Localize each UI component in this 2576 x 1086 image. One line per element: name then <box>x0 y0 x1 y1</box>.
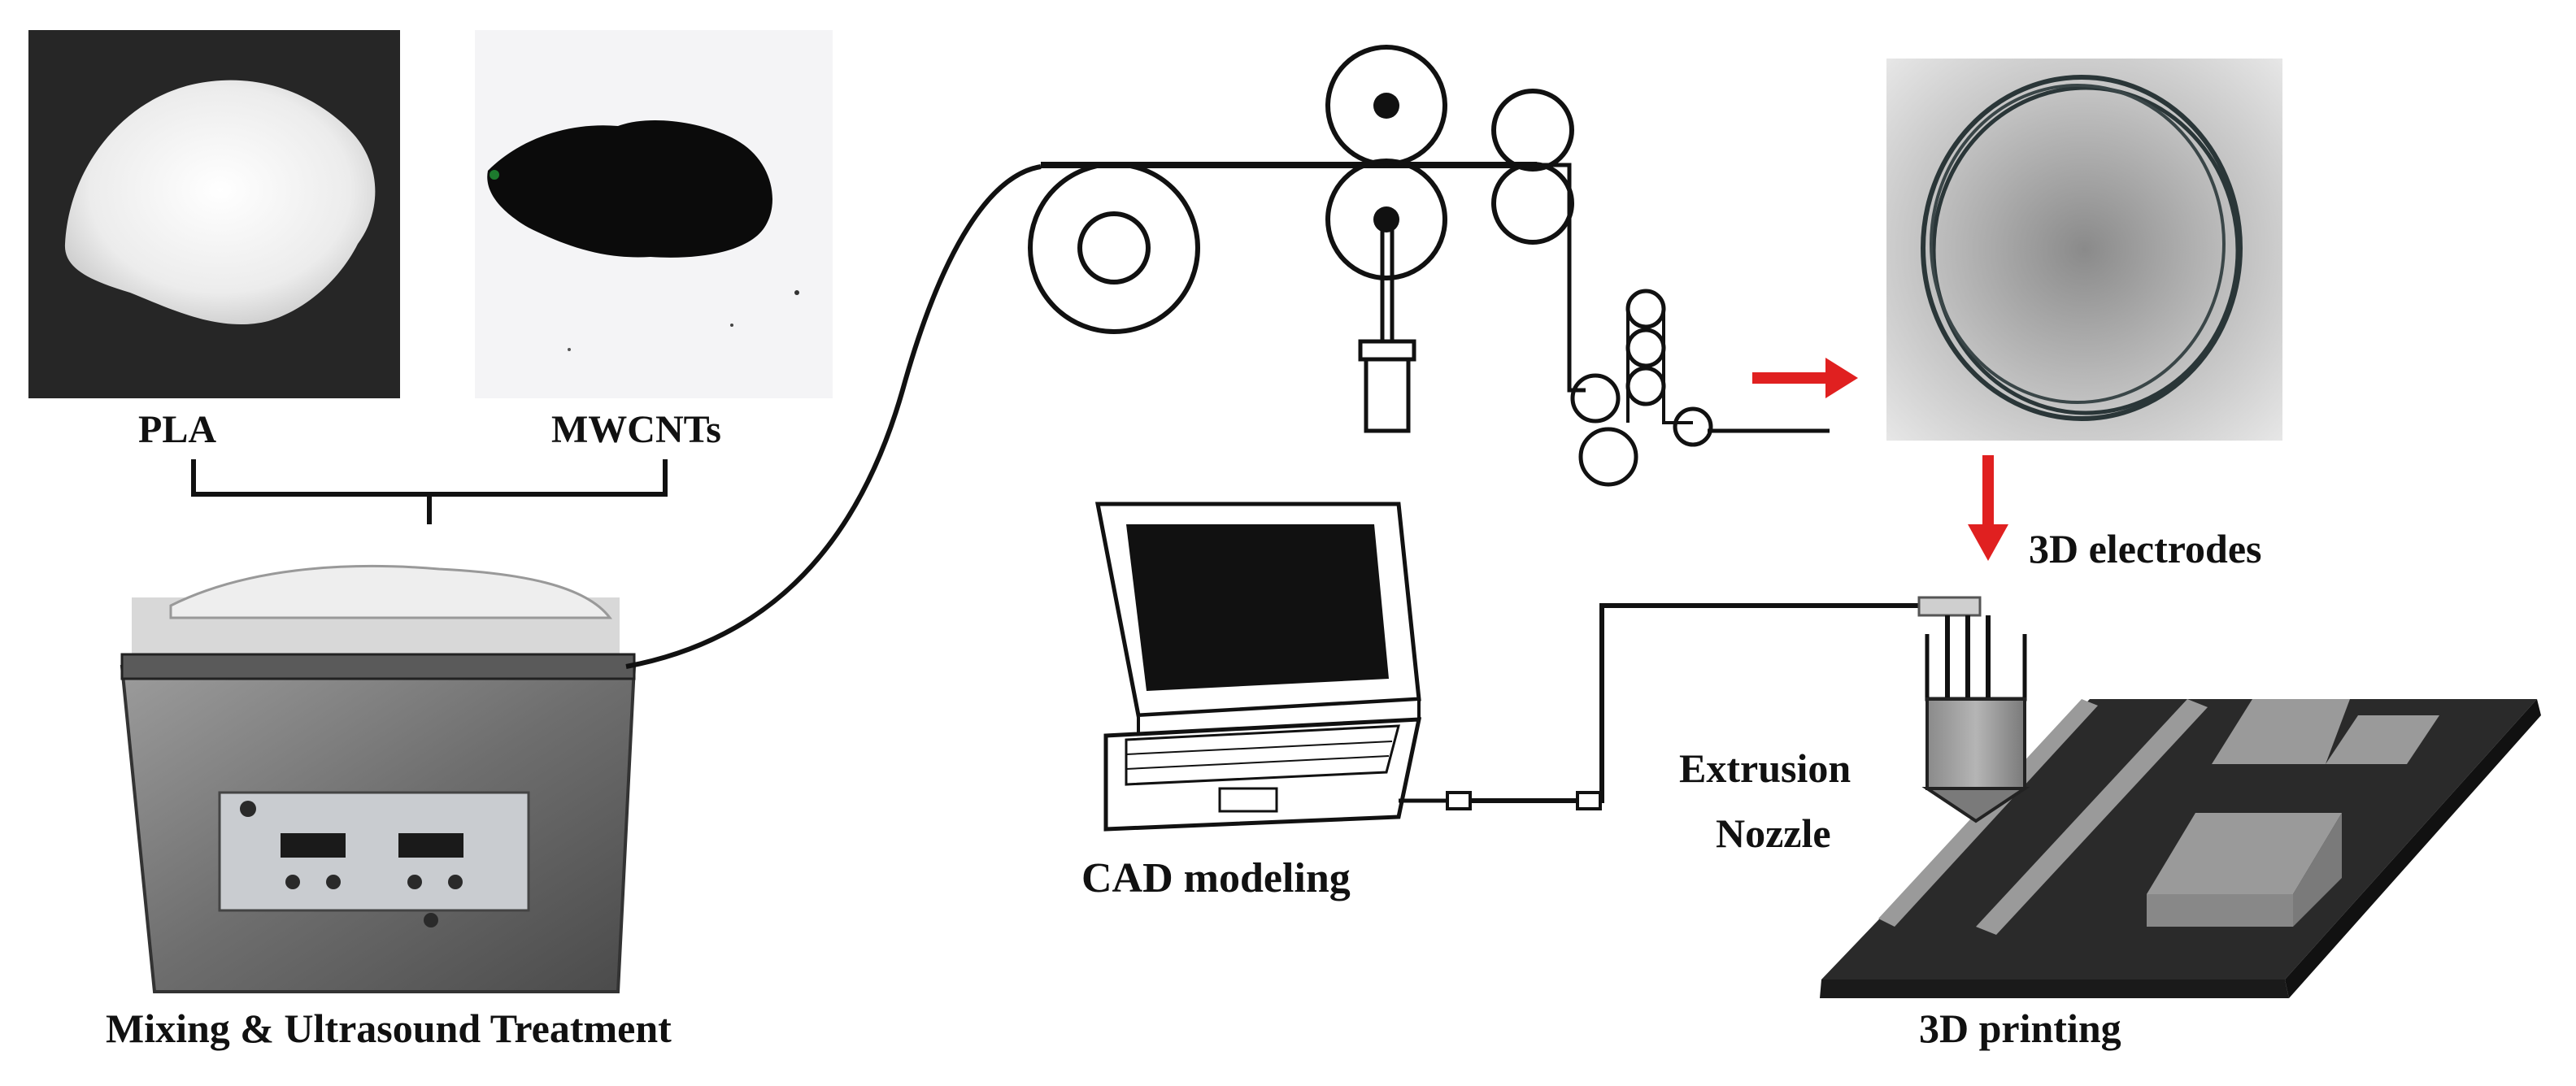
combine-bracket <box>191 459 668 524</box>
filament-line-bath-to-spool <box>625 164 1042 669</box>
filament-coil-image <box>1886 59 2282 441</box>
label-cad-modeling: CAD modeling <box>1081 855 1351 901</box>
label-3d-printing: 3D printing <box>1919 1006 2121 1051</box>
red-arrow-down <box>1968 455 2008 561</box>
filament-spool <box>1028 162 1200 334</box>
extruder-rollers <box>1041 45 1574 433</box>
label-extrusion: Extrusion <box>1679 745 1852 791</box>
pla-powder-image <box>28 30 400 398</box>
extrusion-nozzle <box>1917 596 2030 823</box>
printing-board <box>1820 699 2541 998</box>
mwcnt-powder-image <box>475 30 833 398</box>
ultrasonic-bath-image <box>120 564 637 993</box>
label-mixing-ultrasound: Mixing & Ultrasound Treatment <box>106 1006 672 1051</box>
label-3d-electrodes: 3D electrodes <box>2029 526 2262 571</box>
laptop-cad-icon <box>1094 502 1447 832</box>
filament-winding-rollers <box>1537 163 1830 487</box>
label-mwcnts: MWCNTs <box>551 408 721 451</box>
red-arrow-right <box>1752 358 1858 398</box>
data-cable <box>1446 603 1919 810</box>
label-pla: PLA <box>138 408 216 451</box>
label-nozzle: Nozzle <box>1716 810 1831 856</box>
